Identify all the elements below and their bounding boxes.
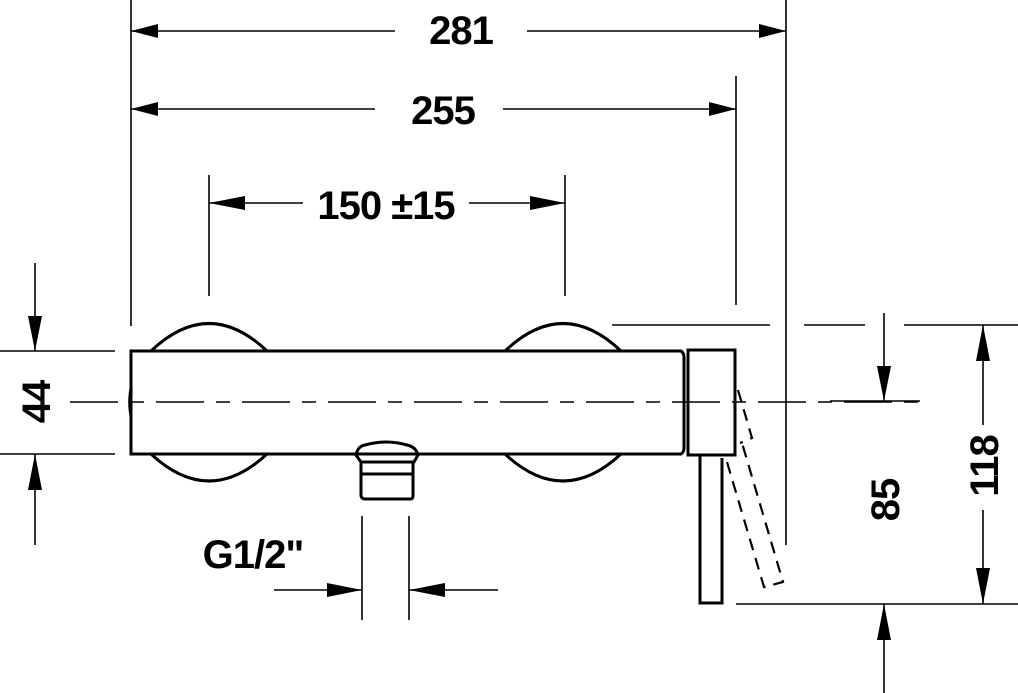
dimension-label-118: 118 xyxy=(963,434,1007,496)
dimension-label-281: 281 xyxy=(429,9,493,53)
dimension-label-g12: G1/2" xyxy=(203,533,304,577)
horizontal-extension-lines xyxy=(0,324,1018,605)
dimension-lever-drop: 85 xyxy=(864,313,908,693)
dimension-body-height: 44 xyxy=(15,263,59,545)
dimension-label-255: 255 xyxy=(411,89,475,133)
dimension-label-150: 150 ±15 xyxy=(317,184,455,228)
lever-handle xyxy=(698,455,724,605)
mixer-body xyxy=(128,322,785,605)
dimension-overall-width: 281 xyxy=(131,9,786,53)
outlet-nozzle-cap xyxy=(354,440,420,464)
outlet-thread xyxy=(359,472,415,501)
body-cylinder xyxy=(129,349,686,456)
left-rosette-bottom xyxy=(149,452,269,483)
right-rosette-top xyxy=(503,322,623,353)
handle-cap xyxy=(686,348,737,457)
dimension-outlet-thread: G1/2" xyxy=(203,533,498,597)
lever-alt-position xyxy=(725,442,785,589)
dimension-label-85: 85 xyxy=(864,478,908,521)
dimension-total-height: 118 xyxy=(963,325,1007,604)
dimension-label-44: 44 xyxy=(15,379,59,423)
left-rosette-top xyxy=(149,322,269,353)
right-rosette-bottom xyxy=(503,452,623,483)
dimension-connection-spacing: 150 ±15 xyxy=(209,184,565,228)
extension-lines xyxy=(130,0,787,620)
dimension-body-width: 255 xyxy=(131,89,736,133)
